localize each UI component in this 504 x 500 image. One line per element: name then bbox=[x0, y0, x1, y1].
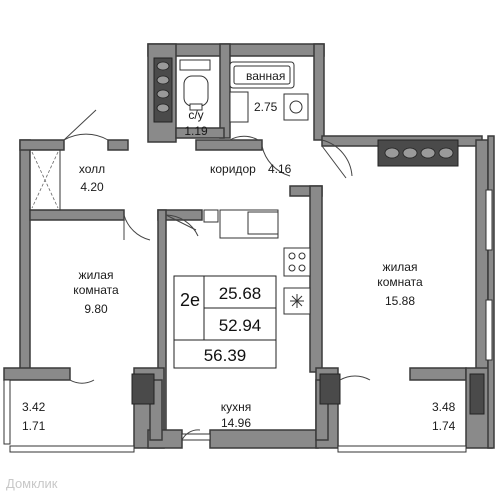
hall-name: холл bbox=[78, 162, 106, 176]
area-summary: 2е 25.68 52.94 56.39 bbox=[174, 276, 276, 368]
bathroom-fixtures bbox=[179, 59, 309, 123]
living-area-total: 25.68 bbox=[218, 284, 262, 303]
living-left-name-2: комната bbox=[73, 283, 119, 297]
corridor-area: 4.16 bbox=[268, 162, 292, 176]
panel-ovals bbox=[156, 61, 454, 159]
total-area-with-balconies: 56.39 bbox=[203, 346, 247, 365]
door-swings bbox=[63, 109, 371, 441]
wardrobe bbox=[31, 151, 59, 209]
corridor-name: коридор bbox=[210, 162, 256, 176]
kitchen-fixtures bbox=[203, 209, 311, 315]
kitchen-area: 14.96 bbox=[220, 416, 252, 430]
wc-name: с/у bbox=[188, 108, 204, 122]
hall-area: 4.20 bbox=[80, 180, 104, 194]
bathroom-name: ванная bbox=[246, 69, 286, 83]
balcony-left-area-bottom: 1.71 bbox=[22, 419, 46, 433]
living-right-name-2: комната bbox=[377, 275, 423, 289]
walls bbox=[3, 43, 495, 449]
apartment-type: 2е bbox=[179, 290, 201, 310]
living-right-name-1: жилая bbox=[382, 260, 418, 274]
watermark-logo: Домклик bbox=[6, 476, 58, 491]
living-right-area: 15.88 bbox=[384, 294, 416, 308]
wc-area: 1.19 bbox=[184, 124, 208, 138]
balcony-left-area-top: 3.42 bbox=[22, 400, 46, 414]
living-left-area: 9.80 bbox=[84, 302, 108, 316]
total-area: 52.94 bbox=[218, 316, 262, 335]
living-left-name-1: жилая bbox=[78, 268, 114, 282]
bathroom-area: 2.75 bbox=[254, 100, 278, 114]
balcony-right-area-top: 3.48 bbox=[432, 400, 456, 414]
info-box-frame bbox=[173, 275, 277, 369]
windows bbox=[3, 149, 493, 453]
balcony-right-area-bottom: 1.74 bbox=[432, 419, 456, 433]
kitchen-name: кухня bbox=[220, 400, 252, 414]
